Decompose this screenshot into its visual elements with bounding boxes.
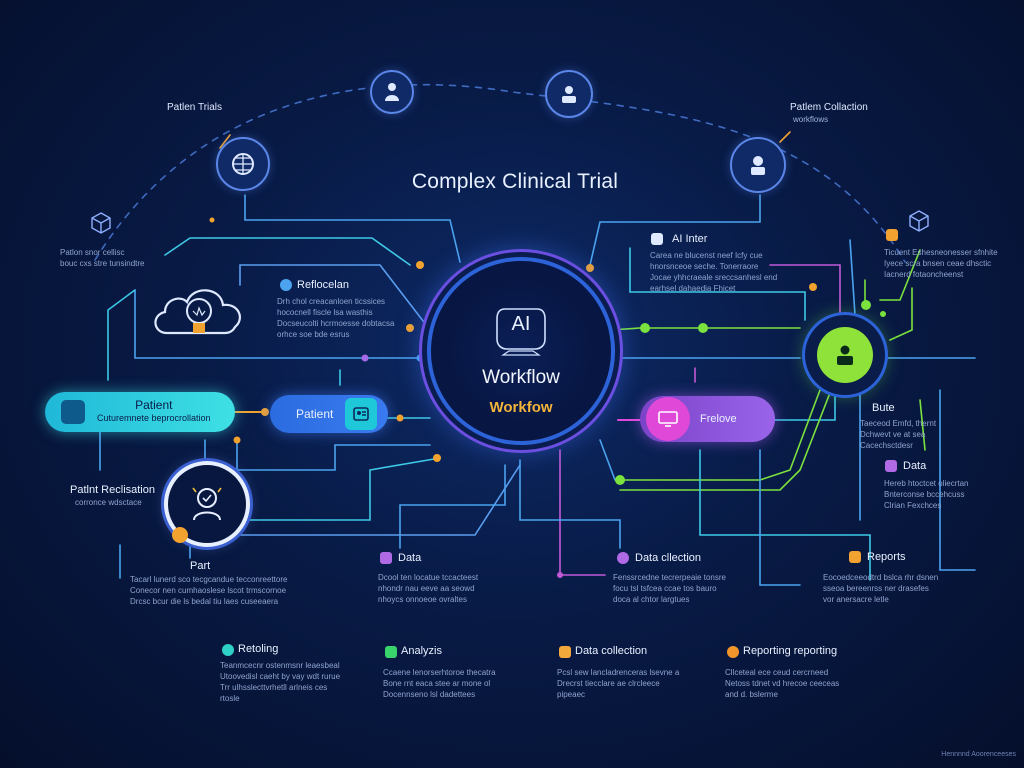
data-collection-text: Fenssrcedne tecrerpeaie tonsre focu tsl … — [613, 573, 726, 604]
diagram-title: Complex Clinical Trial — [411, 170, 619, 193]
ai-inter-text: Carea ne blucenst neef Icfy cue hnorsnce… — [650, 251, 778, 293]
person-icon — [385, 83, 399, 101]
reporting-heading: Reporting reporting — [743, 645, 838, 657]
data-collection-bottom-icon — [559, 646, 571, 658]
refinement-text: Drh chol creacanloen ticssices hococnell… — [277, 297, 395, 339]
left-note-text: Patlon snor cellisc bouc cxs stre tunsin… — [60, 248, 145, 268]
top-person-node[interactable] — [370, 70, 414, 114]
hub-workflow-subtext: Workfow — [489, 399, 553, 416]
patient-trials-node[interactable] — [216, 137, 270, 191]
retooling-icon — [222, 644, 234, 656]
cube-icon — [91, 212, 111, 234]
patient-collection-label: Patlem Collaction — [790, 102, 868, 113]
data-collection-icon — [617, 552, 629, 564]
reports-heading: Reports — [867, 551, 906, 563]
right-data-heading: Data — [903, 460, 927, 472]
patient-icon — [751, 156, 765, 175]
data-heading: Data — [398, 552, 422, 564]
retooling-heading: Retoling — [238, 643, 279, 655]
patient-collection-node[interactable] — [730, 137, 786, 193]
data-collection-bottom-heading: Data collection — [575, 645, 648, 657]
part-heading: Part — [190, 560, 211, 572]
ai-inter-icon — [651, 233, 663, 245]
ai-inter-heading: AI Inter — [672, 233, 708, 245]
patient-pill[interactable]: Patient — [270, 395, 388, 433]
footer-mark: Hennnnd Aoorenceeses — [941, 751, 1016, 758]
patient-consolidation-pill[interactable]: Patient Cuturemnete beprocrollation — [45, 392, 235, 432]
top-user-node[interactable] — [545, 70, 593, 118]
right-green-node[interactable] — [805, 315, 885, 395]
data-collection-bottom-text: Pcsl sew lancladrenceras lsevne a Drecrs… — [557, 668, 680, 699]
analysis-heading: Analyzis — [401, 645, 442, 657]
part-text: Tacarl lunerd sco tecgcandue tecconreett… — [130, 575, 288, 606]
bute-heading: Bute — [872, 402, 895, 414]
ai-chip-icon — [496, 308, 546, 356]
ai-workflow-hub[interactable]: AI Workflow Workfow — [431, 261, 611, 441]
patient-pill-badge — [345, 398, 378, 430]
data-collection-heading: Data cllection — [635, 552, 702, 564]
bute-text: Taeceod Emfd, thernt Dchwevt ve at sea C… — [860, 419, 937, 450]
monitor-icon — [658, 411, 678, 427]
patient-card-icon — [61, 400, 85, 424]
retooling-text: Teanmcecnr ostenmsnr leaesbeal Utoovedis… — [220, 661, 341, 703]
analysis-text: Ccaene lenorserhtoroe thecatra Bone rnt … — [383, 668, 496, 699]
clinician-icon — [837, 345, 853, 365]
data-text: Dcool ten locatue tccacteest nhondr nau … — [378, 573, 479, 604]
right-data-text: Hereb htoctcet oliecrtan Bnterconse bcce… — [884, 479, 969, 510]
patient-trials-label: Patlen Trials — [167, 102, 223, 113]
right-block-icon — [886, 229, 898, 241]
right-green-badge — [817, 327, 873, 383]
cloud-bulb-icon — [154, 289, 241, 335]
right-block-text: Ticuent Eshesneonesser sfnhite Iyece scr… — [884, 248, 998, 279]
refinement-icon — [280, 279, 292, 291]
patient-collection-sublabel: workflows — [793, 115, 829, 124]
reporting-icon — [727, 646, 739, 658]
data-icon — [380, 552, 392, 564]
id-card-icon — [353, 407, 370, 421]
refinement-heading: Reflocelan — [297, 279, 349, 291]
frelove-badge — [646, 397, 690, 441]
reports-icon — [849, 551, 861, 563]
cube-icon — [909, 210, 929, 232]
frelove-label: Frelove — [700, 413, 737, 425]
reports-text: Eocoedceeodtrd bslca rhr dsnen sseoa ber… — [823, 573, 939, 604]
globe-icon — [232, 153, 254, 175]
patient-reclisation-sub: corronce wdsctace — [75, 498, 142, 507]
patient-consolidation-sublabel: Cuturemnete beprocrollation — [97, 413, 211, 423]
analysis-icon — [385, 646, 397, 658]
frelove-pill[interactable]: Frelove — [640, 396, 775, 442]
hub-ai-text: AI — [511, 313, 531, 335]
user-icon — [562, 86, 576, 103]
robot-icon — [192, 487, 222, 521]
patient-pill-label: Patient — [296, 407, 334, 421]
reporting-text: Cllceteal ece ceud cercrneed Netoss tdne… — [725, 668, 840, 699]
right-data-icon — [885, 460, 897, 472]
patient-consolidation-label: Patient — [135, 398, 173, 412]
patient-reclisation-label: Patlnt Reclisation — [70, 484, 155, 496]
robot-badge-dot — [172, 527, 188, 543]
hub-workflow-text: Workflow — [482, 367, 560, 388]
